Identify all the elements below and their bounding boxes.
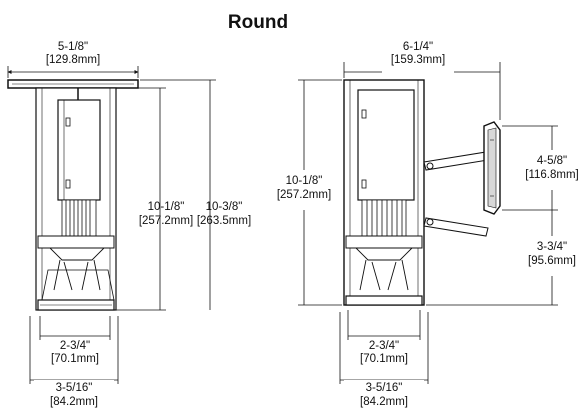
wall-body-height-imperial: 10-1/8" [286,175,323,187]
wall-reflector [355,247,413,291]
body-height-imperial: 10-1/8" [148,201,185,213]
wall-heat-sink [361,199,407,237]
side-view-dimensions [7,66,216,384]
projection-imperial: 6-1/4" [403,41,433,53]
outer-width-imperial: 3-5/16" [56,382,93,394]
body-height-metric: [257.2mm] [139,215,193,227]
top-width-imperial: 5-1/8" [58,41,88,53]
inner-width-imperial: 2-3/4" [60,340,90,352]
side-view [7,79,139,311]
wall-outer-width-metric: [84.2mm] [360,396,408,408]
outer-width-metric: [84.2mm] [50,396,98,408]
wall-inner-width-metric: [70.1mm] [360,353,408,365]
wall-driver-box [357,89,415,201]
mounting-arm [423,151,489,237]
heat-sink [61,199,97,237]
mount-height-metric: [95.6mm] [528,255,576,267]
top-width-metric: [129.8mm] [46,54,100,66]
overall-height-metric: [263.5mm] [197,215,251,227]
mount-height-imperial: 3-3/4" [537,241,567,253]
driver-box [57,99,101,201]
wall-outer-width-imperial: 3-5/16" [366,382,403,394]
projection-metric: [159.3mm] [391,54,445,66]
wall-inner-width-imperial: 2-3/4" [369,340,399,352]
plate-height-imperial: 4-5/8" [537,155,567,167]
wall-body-height-metric: [257.2mm] [277,189,331,201]
plate-height-metric: [116.8mm] [525,169,578,181]
drawing-title: Round [228,12,288,33]
reflector [49,247,105,291]
wall-view [343,79,501,306]
inner-width-metric: [70.1mm] [51,353,99,365]
overall-height-imperial: 10-3/8" [206,201,243,213]
